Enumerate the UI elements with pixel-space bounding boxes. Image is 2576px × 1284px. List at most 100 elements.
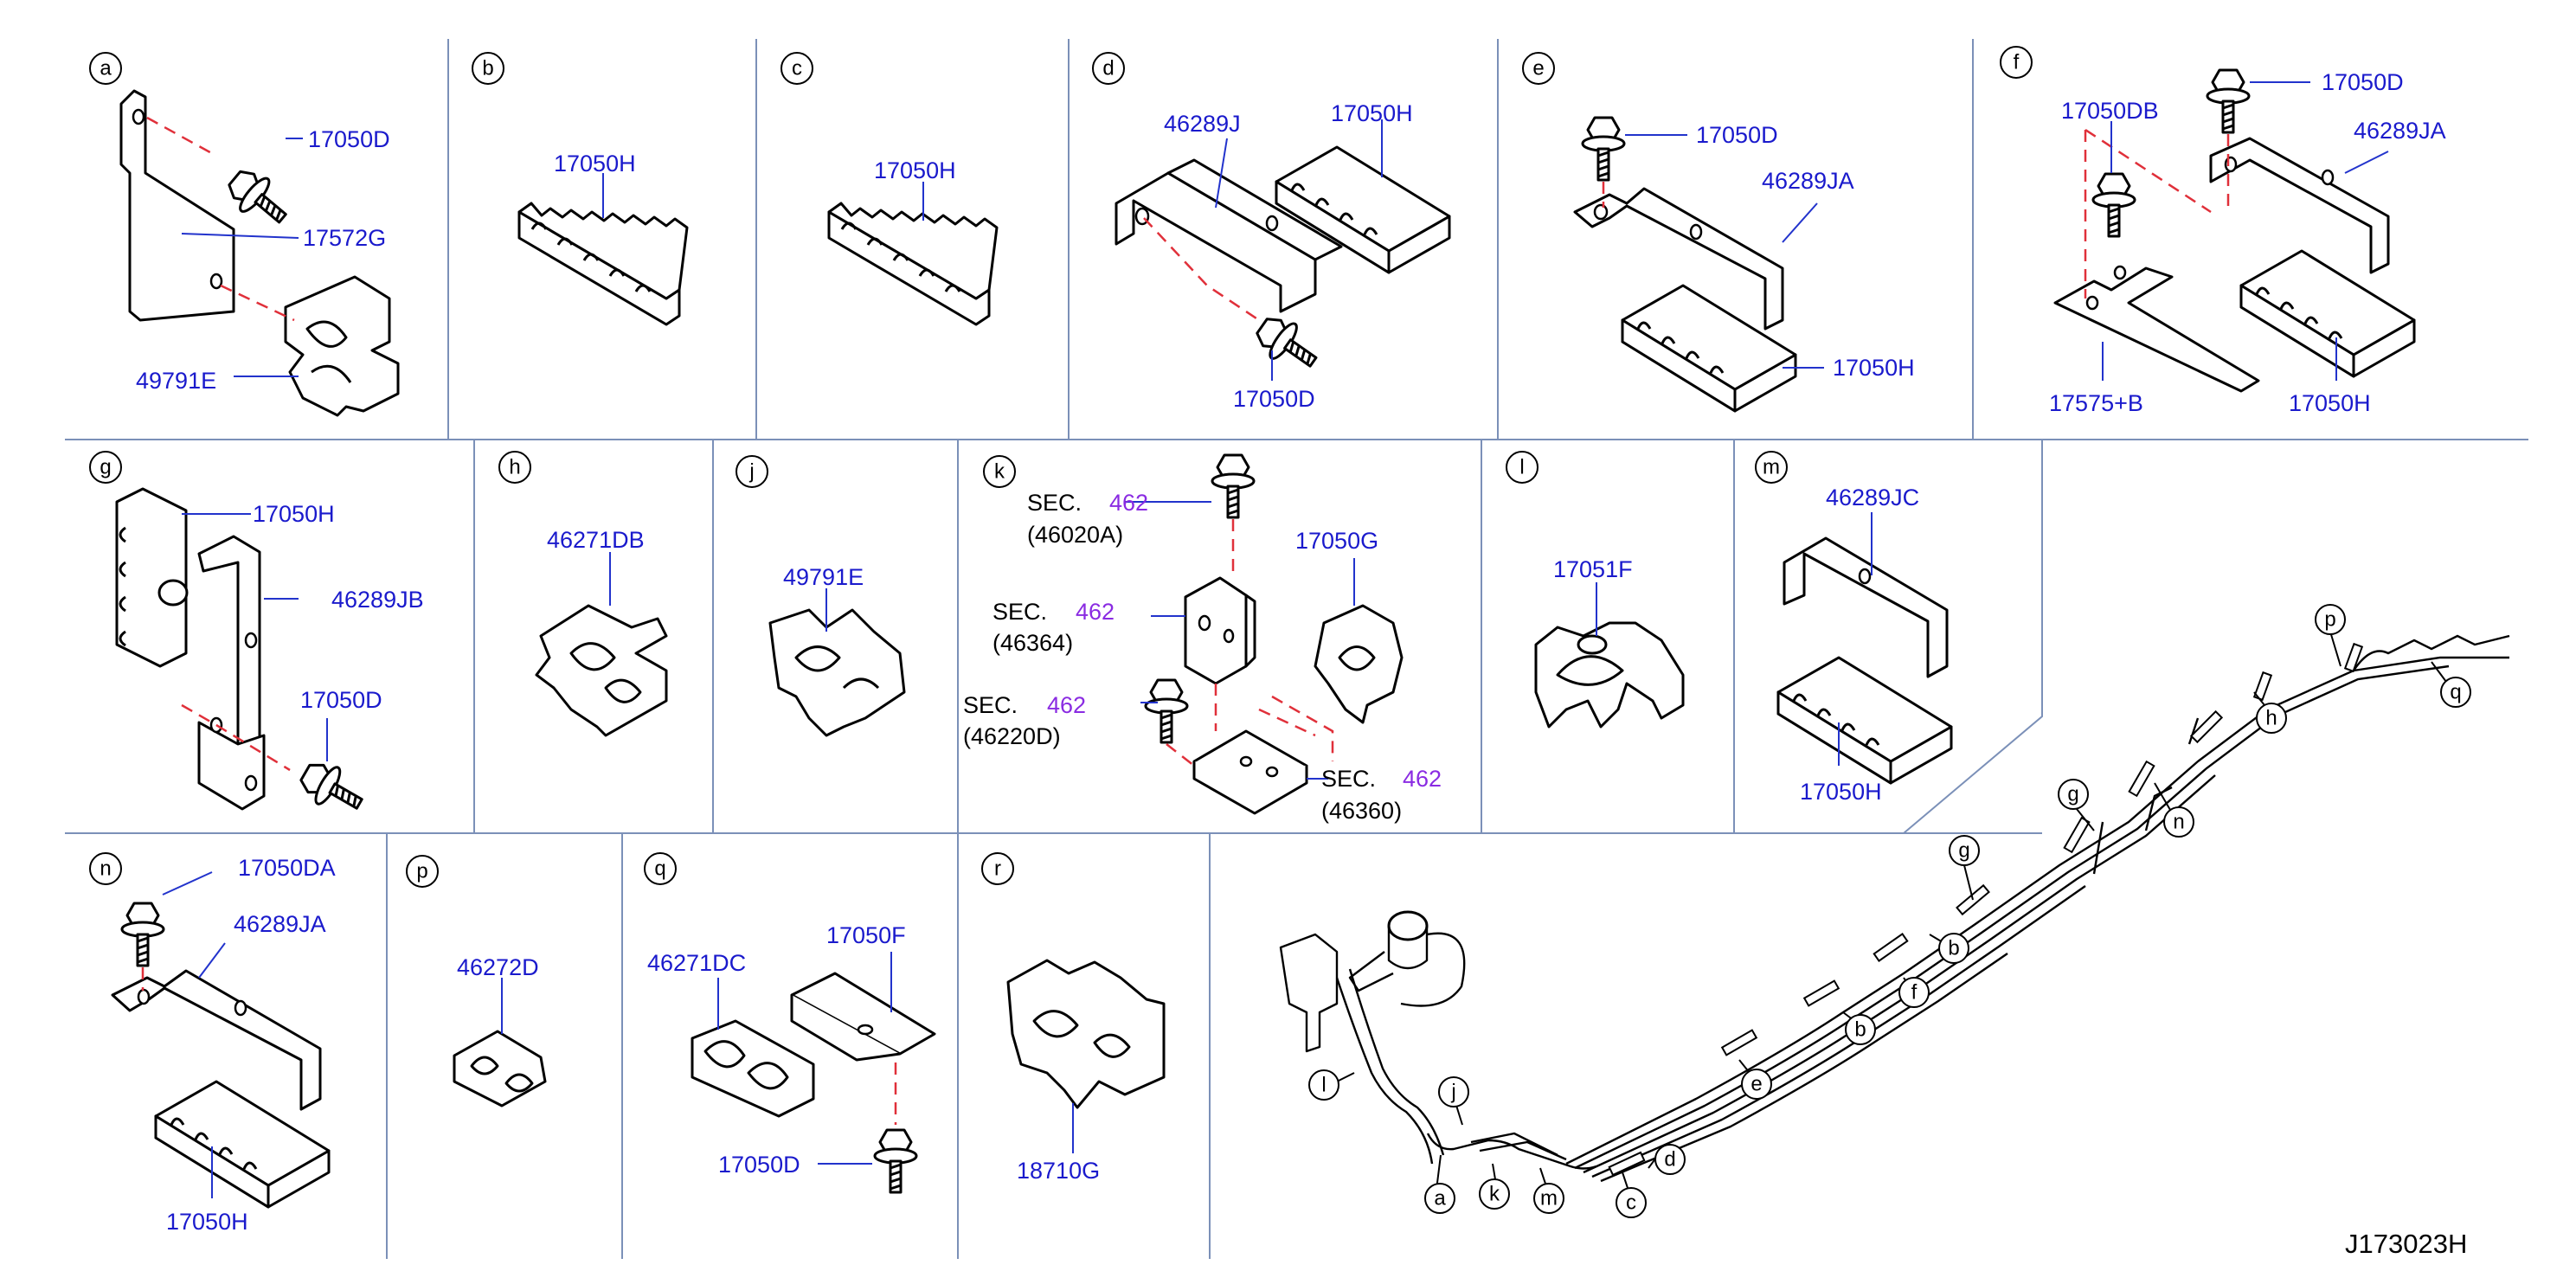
bolt-17050d (1581, 116, 1626, 182)
overview-label-h: h (2256, 703, 2287, 734)
part-label: 17051F (1553, 556, 1633, 582)
bolt-46020a (1211, 453, 1256, 519)
panel-l-letter: l (1506, 451, 1539, 484)
overview-label-g: g (2058, 779, 2089, 810)
panel-p-letter: p (406, 855, 439, 888)
bolt-46220d (1144, 678, 1189, 744)
svg-text:k: k (1489, 1183, 1500, 1206)
part-label: 17575+B (2049, 390, 2143, 416)
overview-label-b: b (1938, 933, 1969, 964)
part-label: 17050H (1800, 779, 1882, 805)
part-label: 17050H (2289, 390, 2371, 416)
part-label: 17050H (874, 157, 956, 183)
overview-label-e: e (1741, 1069, 1772, 1100)
svg-text:b: b (1948, 937, 1959, 960)
panel-c-letter: c (781, 52, 813, 85)
svg-text:e: e (1751, 1073, 1762, 1096)
svg-text:e: e (1532, 57, 1544, 80)
overview-label-a: a (1424, 1183, 1455, 1214)
clip-17050h (115, 487, 189, 668)
part-label: 46271DB (547, 527, 645, 553)
panel-k-letter: k (983, 455, 1016, 488)
bracket-46364 (1184, 576, 1256, 685)
panel-p: 46272D (453, 954, 547, 1107)
overview-label-p: p (2315, 604, 2346, 635)
panel-j-letter: j (736, 455, 768, 488)
clip-17050g (1314, 604, 1404, 724)
panel-b: 17050H (517, 151, 689, 326)
overview-label-l: l (1308, 1069, 1339, 1101)
part-label: 49791E (783, 564, 864, 590)
part-label: 17050D (1233, 386, 1315, 412)
svg-text:l: l (1519, 456, 1524, 479)
svg-text:c: c (1626, 1191, 1636, 1215)
part-label: 17050D (2322, 69, 2404, 95)
sec-ref: (46220D) (963, 723, 1061, 749)
svg-text:l: l (1321, 1074, 1326, 1097)
panel-r: 18710G (1006, 959, 1166, 1184)
sec-number: 462 (1403, 766, 1442, 792)
svg-text:b: b (482, 57, 493, 80)
panel-j: 49791E (768, 564, 906, 737)
part-label: 17050D (308, 126, 390, 152)
overview-label-j: j (1438, 1076, 1469, 1107)
svg-text:m: m (1763, 456, 1780, 479)
panel-r-letter: r (981, 852, 1014, 885)
part-label: 46271DC (647, 950, 746, 976)
part-label: 17050DB (2061, 98, 2159, 124)
svg-text:a: a (100, 57, 112, 80)
panel-d-letter: d (1092, 52, 1125, 85)
clip-46272d (453, 1030, 547, 1107)
clip-17050h (517, 202, 689, 326)
part-label: 17050H (1331, 100, 1413, 126)
bolt-17050db (2091, 172, 2136, 238)
panel-b-letter: b (472, 52, 504, 85)
panel-h: 46271DB (535, 527, 668, 737)
panel-n: 17050DA 46289JA 17050H (111, 855, 336, 1235)
bracket-46289ja (2209, 137, 2390, 274)
part-label: 17050D (300, 687, 382, 713)
part-label: 17050H (1833, 355, 1915, 381)
overview-label-b2: b (1845, 1014, 1876, 1045)
svg-text:r: r (994, 857, 1001, 881)
panel-c: 17050H (827, 157, 999, 326)
panel-m: 46289JC 17050H (1776, 485, 1953, 805)
part-label: 17050H (253, 501, 335, 527)
svg-text:q: q (2450, 681, 2461, 704)
bolt-17050d (2206, 68, 2251, 134)
svg-text:g: g (1958, 839, 1969, 863)
overview-label-k: k (1479, 1178, 1510, 1210)
panel-f: 17050D 17050DB 46289JA 17575+B 17050H (2049, 68, 2446, 416)
clip-18710g (1006, 959, 1166, 1109)
clip-49791e (284, 275, 400, 417)
clip-17051f (1534, 621, 1685, 729)
panel-a-letter: a (89, 52, 122, 85)
part-label: 17050D (1696, 122, 1778, 148)
clip-17050h (1776, 656, 1953, 785)
bolt-17050d (293, 753, 371, 824)
svg-text:b: b (1854, 1018, 1866, 1042)
svg-text:f: f (2014, 51, 2020, 74)
panel-n-letter: n (89, 852, 122, 885)
sec-number: 462 (1076, 599, 1115, 625)
svg-text:j: j (748, 460, 754, 484)
svg-text:p: p (2324, 608, 2335, 632)
bolt-17050d (873, 1128, 918, 1194)
bracket-46289ja (1573, 187, 1784, 331)
part-label: 17050F (826, 922, 906, 948)
diagram-code: J173023H (2345, 1229, 2467, 1259)
panel-q: 46271DC 17050F 17050D (647, 922, 936, 1194)
bracket-17572g (119, 89, 235, 322)
svg-text:n: n (2173, 811, 2184, 834)
part-label: 18710G (1017, 1158, 1100, 1184)
part-label: 46272D (457, 954, 539, 980)
panel-f-letter: f (2000, 46, 2033, 79)
panel-q-letter: q (644, 852, 677, 885)
sec-ref: (46360) (1321, 798, 1402, 824)
panel-e: 17050D 46289JA 17050H (1573, 116, 1915, 413)
svg-text:m: m (1540, 1187, 1558, 1210)
sec-label: SEC. (963, 692, 1018, 718)
part-label: 46289JB (331, 587, 424, 613)
part-label: 17572G (303, 225, 386, 251)
